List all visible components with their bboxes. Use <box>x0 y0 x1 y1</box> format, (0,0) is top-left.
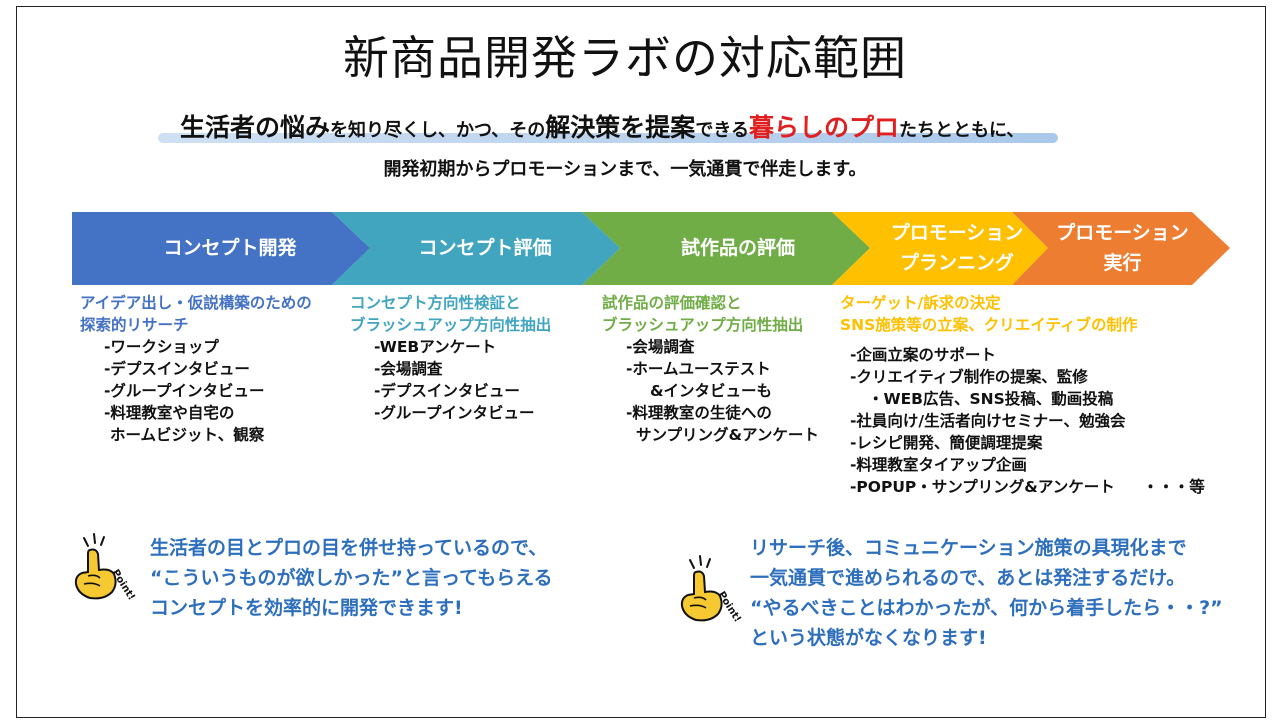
stage-label-line: プロモーション <box>890 222 1024 244</box>
list-item: -クリエイティブ制作の提案、監修 <box>850 368 1088 386</box>
column-promotion: ターゲット/訴求の決定 SNS施策等の立案、クリエイティブの制作 -企画立案のサ… <box>840 292 1205 498</box>
stage-label-promotion-execution: プロモーション 実行 <box>1040 218 1205 278</box>
stage-label-prototype-evaluation: 試作品の評価 <box>628 233 848 263</box>
slide-frame <box>16 6 1266 718</box>
point-line: 生活者の目とプロの目を併せ持っているので、 <box>150 537 548 559</box>
stage-label-concept-development: コンセプト開発 <box>120 233 340 263</box>
list-item: -グループインタビュー <box>374 404 535 422</box>
list-item: -料理教室タイアップ企画 <box>850 456 1027 474</box>
point-line: という状態がなくなります! <box>750 627 987 649</box>
list-item-text: -POPUP・サンプリング&アンケート <box>850 478 1115 496</box>
list-trailing-etc: ・・・等 <box>1142 478 1205 496</box>
stage-arrow-promotion-planning <box>832 212 1048 285</box>
list-item: -グループインタビュー <box>104 382 265 400</box>
list-item: -ワークショップ <box>104 338 219 356</box>
column-heading: ターゲット/訴求の決定 <box>840 294 1001 312</box>
column-heading: SNS施策等の立案、クリエイティブの制作 <box>840 316 1138 334</box>
pointing-hand-icon: Point! <box>74 533 136 603</box>
stage-label-line: プロモーション <box>1056 222 1189 244</box>
list-item: -料理教室の生徒への <box>626 404 772 422</box>
list-item: -ホームユーステスト <box>626 360 771 378</box>
column-heading: ブラッシュアップ方向性抽出 <box>602 316 804 334</box>
lead-line-2: 開発初期からプロモーションまで、一気通貫で伴走します。 <box>383 159 867 180</box>
list-item: -デプスインタビュー <box>104 360 250 378</box>
point-line: リサーチ後、コミュニケーション施策の具現化まで <box>750 537 1187 559</box>
column-heading: ブラッシュアップ方向性抽出 <box>350 316 552 334</box>
point-2-text: リサーチ後、コミュニケーション施策の具現化まで 一気通貫で進められるので、あとは… <box>750 533 1223 653</box>
stage-label-line: 試作品の評価 <box>680 237 795 259</box>
lead-highlight <box>158 133 1058 143</box>
list-item: -POPUP・サンプリング&アンケート ・・・等 <box>850 476 1205 498</box>
lead-text: できる <box>695 120 749 141</box>
column-prototype-evaluation: 試作品の評価確認と ブラッシュアップ方向性抽出 -会場調査 -ホームユーステスト… <box>602 292 819 446</box>
point-line: “やるべきことはわかったが、何から着手したら・・?” <box>750 597 1223 619</box>
pointing-hand-icon: Point! <box>680 555 742 625</box>
point-line: “こういうものが欲しかった”と言ってもらえる <box>150 567 553 589</box>
stage-label-line: コンセプト開発 <box>163 237 297 259</box>
column-concept-evaluation: コンセプト方向性検証と ブラッシュアップ方向性抽出 -WEBアンケート -会場調… <box>350 292 551 424</box>
column-heading: アイデア出し・仮説構築のための <box>80 294 312 312</box>
column-heading: 探索的リサーチ <box>80 316 189 334</box>
list-item: -会場調査 <box>374 360 443 378</box>
point-line: 一気通貫で進められるので、あとは発注するだけ。 <box>750 567 1186 589</box>
stage-label-line: 実行 <box>1103 252 1142 274</box>
list-item: -会場調査 <box>626 338 695 356</box>
list-item: -WEBアンケート <box>374 338 497 356</box>
page-title: 新商品開発ラボの対応範囲 <box>343 31 907 85</box>
lead-emphasis-solution: 解決策を提案 <box>545 113 696 142</box>
list-item: -デプスインタビュー <box>374 382 520 400</box>
stage-arrow-promotion-execution <box>1012 212 1230 285</box>
list-item: ホームビジット、観察 <box>110 426 265 444</box>
list-item: ・WEB広告、SNS投稿、動画投稿 <box>868 390 1114 408</box>
stage-arrow-concept-development <box>72 212 370 285</box>
list-item: -料理教室や自宅の <box>104 404 235 422</box>
column-concept-development: アイデア出し・仮説構築のための 探索的リサーチ -ワークショップ -デプスインタ… <box>80 292 312 446</box>
column-heading: コンセプト方向性検証と <box>350 294 521 312</box>
point-1-text: 生活者の目とプロの目を併せ持っているので、 “こういうものが欲しかった”と言って… <box>150 533 553 623</box>
stage-label-line: プランニング <box>899 252 1014 274</box>
list-item: -レシピ開発、簡便調理提案 <box>850 434 1043 452</box>
stage-arrow-concept-evaluation <box>332 212 620 285</box>
lead-text: を知り尽くし、かつ、その <box>330 120 546 141</box>
lead-emphasis-pro: 暮らしのプロ <box>748 113 899 142</box>
stage-label-promotion-planning: プロモーション プランニング <box>872 218 1042 278</box>
list-item: サンプリング&アンケート <box>636 426 819 444</box>
column-heading: 試作品の評価確認と <box>602 294 742 312</box>
list-item: -企画立案のサポート <box>850 346 996 364</box>
lead-emphasis-worries: 生活者の悩み <box>180 113 331 142</box>
lead-text: たちとともに、 <box>898 120 1025 141</box>
point-line: コンセプトを効率的に開発できます! <box>150 597 463 619</box>
lead-line-1: 生活者の悩みを知り尽くし、かつ、その解決策を提案できる暮らしのプロたちとともに、 <box>180 108 1024 144</box>
stage-label-concept-evaluation: コンセプト評価 <box>375 233 595 263</box>
list-item: &インタビューも <box>650 382 773 400</box>
stage-label-line: コンセプト評価 <box>418 237 552 259</box>
list-item: -社員向け/生活者向けセミナー、勉強会 <box>850 412 1126 430</box>
stage-arrow-prototype-evaluation <box>582 212 870 285</box>
